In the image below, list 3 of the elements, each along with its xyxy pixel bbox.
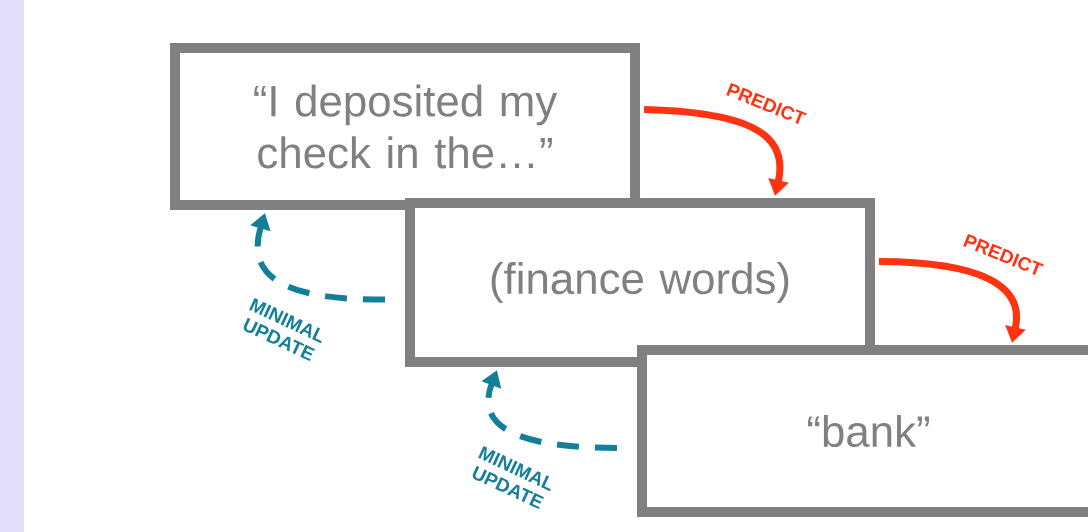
text-box: “I deposited my check in the…”: [170, 43, 640, 210]
text-box: “bank”: [637, 345, 1088, 517]
text-box: (finance words): [405, 198, 875, 367]
